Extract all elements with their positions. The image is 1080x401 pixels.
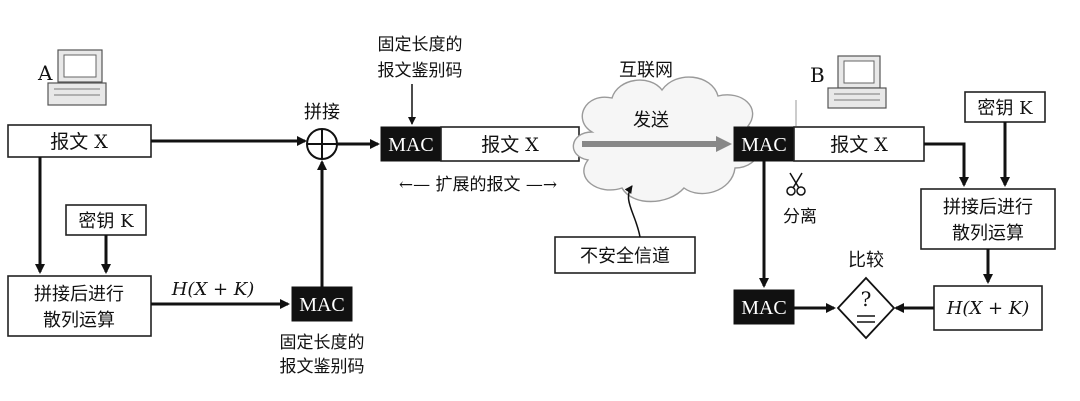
send-arrow-head xyxy=(716,136,732,152)
fixed-code-label-line2: 报文鉴别码 xyxy=(280,357,365,377)
compare-label: 比较 xyxy=(848,250,884,271)
compare-symbol: ? xyxy=(861,287,872,311)
fixed-code-label-line1: 固定长度的 xyxy=(280,333,365,353)
plus-circle-icon xyxy=(306,128,338,160)
recv-hash-output-box xyxy=(933,285,1043,331)
scissors-icon xyxy=(786,172,806,196)
sender-hash-output: H(X + K) xyxy=(171,279,255,300)
recv-message-text: 报文 X xyxy=(830,134,888,156)
recv-mac-out-text: MAC xyxy=(741,297,787,319)
ext-message-box xyxy=(440,126,580,162)
computer-icon xyxy=(827,55,887,109)
sender-hash-line1: 拼接后进行 xyxy=(34,284,124,305)
sender-message-text: 报文 X xyxy=(50,131,108,153)
recv-hash-line2: 散列运算 xyxy=(952,223,1024,244)
compare-diamond xyxy=(836,276,896,340)
recv-hash-output-text: H(X + K) xyxy=(946,298,1030,319)
insecure-channel-text: 不安全信道 xyxy=(580,246,670,267)
recv-hash-box xyxy=(920,188,1056,250)
recv-key-box xyxy=(964,91,1046,123)
insecure-channel-pointer xyxy=(624,185,641,238)
concat-label: 拼接 xyxy=(304,102,340,123)
ext-mac-box xyxy=(380,126,442,162)
top-code-label-line2: 报文鉴别码 xyxy=(378,61,463,81)
send-label: 发送 xyxy=(633,110,669,131)
recv-message-box xyxy=(793,126,925,162)
sender-mac-text: MAC xyxy=(299,294,345,316)
recv-mac-out-box xyxy=(733,289,795,325)
recv-key-text: 密钥 K xyxy=(977,98,1033,119)
receiver-label: B xyxy=(810,63,825,87)
sender-mac-box xyxy=(291,286,353,322)
network-title: 互联网 xyxy=(619,60,673,81)
sender-hash-box xyxy=(7,275,152,337)
sender-key-box xyxy=(65,204,147,236)
ext-label: ←— 扩展的报文 —→ xyxy=(399,175,557,195)
top-code-label-line1: 固定长度的 xyxy=(378,35,463,55)
recv-mac-text: MAC xyxy=(741,134,787,156)
sender-label: A xyxy=(37,61,53,85)
ext-mac-text: MAC xyxy=(388,134,434,156)
sender-hash-line2: 散列运算 xyxy=(43,310,115,331)
separate-label: 分离 xyxy=(783,207,817,227)
insecure-channel-box xyxy=(554,236,696,274)
arrow-recv-message-to-hash xyxy=(924,142,969,187)
internet-cloud xyxy=(572,76,762,203)
ext-message-text: 报文 X xyxy=(481,134,539,156)
sender-key-text: 密钥 K xyxy=(78,211,134,232)
computer-icon xyxy=(47,49,107,106)
recv-mac-box xyxy=(733,126,795,162)
recv-hash-line1: 拼接后进行 xyxy=(943,197,1033,218)
